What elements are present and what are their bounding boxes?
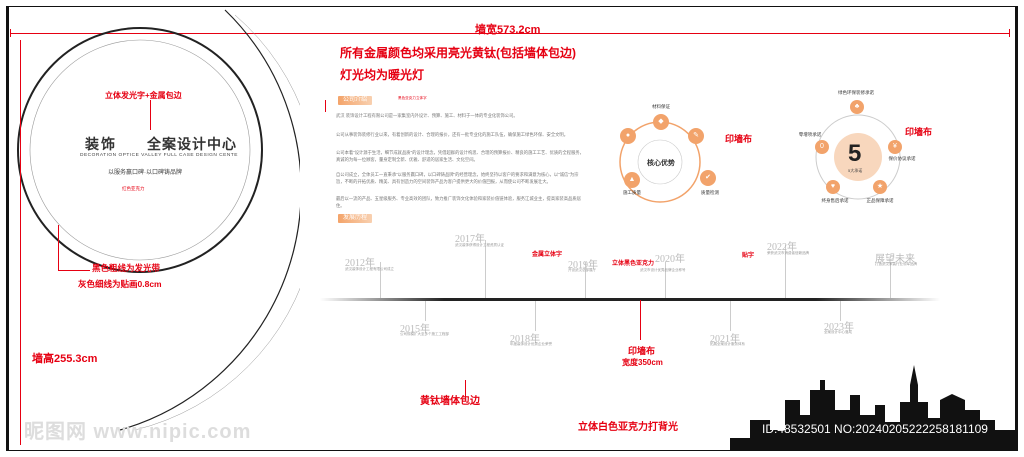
logo-english: DECORATION OPTICE VALLEY FULL CASE DESIG… xyxy=(80,153,238,158)
wall-width-label: 墙宽573.2cm xyxy=(475,24,541,36)
core-label-material: 材料保证 xyxy=(652,104,670,109)
year-future: 展望未来 xyxy=(875,254,915,265)
year-2023: 2023年 xyxy=(824,322,854,333)
promise-number: 5 xyxy=(848,140,862,167)
artboard-frame xyxy=(6,6,1018,451)
tick-future xyxy=(890,262,891,298)
promise-label-3: 正品保障承诺 xyxy=(866,198,894,203)
promise-sub: 5大承诺 xyxy=(848,168,863,173)
year-2018: 2018年 xyxy=(510,334,540,345)
core-center-label: 核心优势 xyxy=(647,160,675,167)
id-watermark: ID:48532501 NO:20240205222258181109 xyxy=(762,422,988,436)
tick-2023 xyxy=(840,301,841,321)
year-2015-text: 公司规模扩大至多个施工工程部 xyxy=(400,332,449,336)
core-node-build: ▲ xyxy=(624,172,640,188)
logo-main: 装饰 xyxy=(85,136,117,152)
edge-leader xyxy=(465,380,466,400)
intro-para-5: 最后以一流的产品、五星级服务、专业高效的团队，致力推广装饰文化体验和家装价值链体… xyxy=(336,196,581,208)
core-label-build: 施工质量 xyxy=(623,190,641,195)
core-node-service: ● xyxy=(620,128,636,144)
print-leader xyxy=(640,300,641,340)
promise-node-price: ¥ xyxy=(888,140,902,154)
promise-label-1: 绿色环保装修承诺 xyxy=(838,90,874,95)
year-2020-text: 武汉市设计优秀品牌企业称号 xyxy=(640,268,686,272)
dim-tick-left xyxy=(10,29,11,37)
print-label-3: 印墙布 xyxy=(628,346,656,356)
year-2012: 2012年 xyxy=(345,258,375,269)
year-future-text: 打造武汉家装行业领军品牌 xyxy=(875,262,917,266)
year-2019-text: 开设武汉总部展厅 xyxy=(568,268,596,272)
tick-2012 xyxy=(380,262,381,298)
promise-node-zero: 0 xyxy=(815,140,829,154)
dim-tick-right xyxy=(1009,29,1010,37)
city-skyline xyxy=(730,365,1015,450)
light-note: 灯光均为暖光灯 xyxy=(340,68,425,82)
year-2012-text: 武汉装饰设计工程有限公司成立 xyxy=(345,267,394,271)
year-2017: 2017年 xyxy=(455,234,485,245)
tick-2017 xyxy=(485,240,486,298)
print-width-label: 宽度350cm xyxy=(622,358,663,367)
core-node-design: ✎ xyxy=(688,128,704,144)
year-2023-text: 全案设计中心落成 xyxy=(824,330,852,334)
print-label-1: 印墙布 xyxy=(725,134,753,144)
intro-tick xyxy=(325,100,326,112)
intro-para-2: 公司从事装饰装修行业以来，有着创新的设计、合理的报价，还有一批专业化的施工队伍，… xyxy=(336,132,569,137)
sticker-label: 贴字 xyxy=(742,253,755,259)
tick-2021 xyxy=(730,301,731,331)
black-relief-label: 立体黑色亚克力 xyxy=(612,261,655,267)
year-2017-text: 武汉装饰获得设计工程资质认证 xyxy=(455,243,504,247)
timeline-axis xyxy=(320,298,940,301)
tick-2019 xyxy=(585,262,586,298)
red-acrylic-label: 红色亚克力 xyxy=(122,186,145,191)
promise-label-4: 终身售后承诺 xyxy=(821,198,849,203)
black-line-leader xyxy=(58,225,59,270)
intro-para-1: 武汉 装饰设计工程有限公司是一家集室内外设计、预算、施工、材料于一体的专业化装饰… xyxy=(336,113,518,118)
history-tag: 发展历程 xyxy=(338,214,373,223)
tick-2015 xyxy=(425,301,426,321)
leader-h xyxy=(58,270,90,271)
red-note-intro: 黑色亚克力立体字 xyxy=(398,96,427,100)
tick-2018 xyxy=(535,301,536,331)
logo-metal-label: 立体发光字+金属包边 xyxy=(105,91,182,100)
core-node-material: ◆ xyxy=(653,114,669,130)
promise-label-5: 零增项承诺 xyxy=(798,132,822,137)
black-line-label: 黑色粗线为发光带 xyxy=(92,263,161,273)
year-2015: 2015年 xyxy=(400,324,430,335)
year-2022-text: 荣获武汉市消费者信赖品牌 xyxy=(767,251,809,255)
year-2020: 2020年 xyxy=(655,254,685,265)
year-2018-text: 年度装饰设计优秀企业荣誉 xyxy=(510,342,552,346)
decorative-arcs xyxy=(17,9,300,431)
titanium-edge-label: 黄钛墙体包边 xyxy=(420,396,480,407)
year-2022: 2022年 xyxy=(767,242,797,253)
logo-leader xyxy=(150,100,151,130)
promise-node-genuine: ★ xyxy=(873,180,887,194)
year-2021-text: 拓展全案设计服务体系 xyxy=(710,342,745,346)
metal-note: 所有金属颜色均采用亮光黄钛(包括墙体包边) xyxy=(340,46,576,60)
metal-word-label: 金属立体字 xyxy=(532,252,563,258)
core-label-check: 质量检测 xyxy=(701,190,719,195)
year-2021: 2021年 xyxy=(710,334,740,345)
intro-tag: 公司介绍 xyxy=(338,96,373,105)
promise-circle-graphic xyxy=(815,114,901,200)
acrylic-backlight-label: 立体白色亚克力打背光 xyxy=(578,422,678,433)
core-node-check: ✔ xyxy=(700,170,716,186)
height-dimension-line xyxy=(20,40,21,445)
tick-2020 xyxy=(665,262,666,298)
width-dimension-line xyxy=(10,33,1010,34)
tick-2022 xyxy=(785,245,786,298)
intro-para-4: 自公司成立，全体员工一直秉承"以服务赢口碑，以口碑铸品牌"的经营理念，始终坚持以… xyxy=(336,172,579,184)
print-label-2: 印墙布 xyxy=(905,127,933,137)
logo-slogan: 以服务赢口碑·以口碑铸品牌 xyxy=(108,170,182,176)
promise-label-2: 保价协议承诺 xyxy=(888,156,916,161)
wall-height-label: 墙高255.3cm xyxy=(32,353,98,365)
year-2019: 2019年 xyxy=(568,260,598,271)
promise-node-service: ♥ xyxy=(826,180,840,194)
intro-para-3: 公司本着"设计源于生活，细节成就品质"的设计理念，凭借超群的设计构思、合理的预算… xyxy=(336,150,584,162)
logo-main-2: 全案设计中心 xyxy=(147,136,237,152)
gray-line-label: 灰色细线为贴画0.8cm xyxy=(78,279,162,289)
promise-node-green: ♣ xyxy=(850,100,864,114)
watermark: 昵图网 www.nipic.com xyxy=(24,421,252,443)
